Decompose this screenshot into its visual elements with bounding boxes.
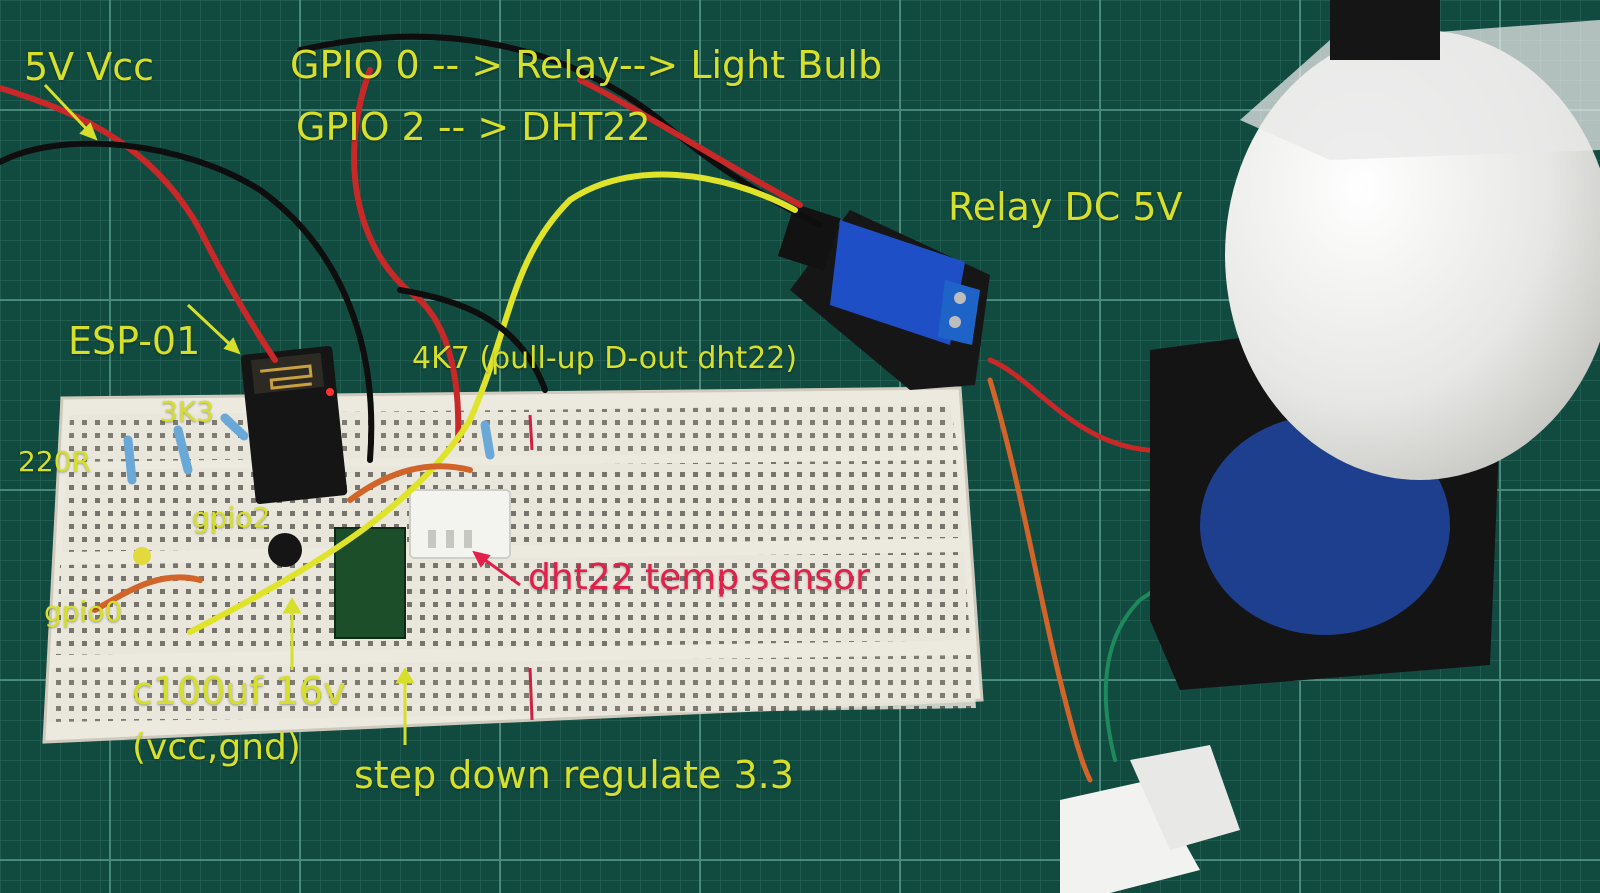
relay-module (777, 203, 990, 390)
led (133, 547, 151, 565)
label-pullup: 4K7 (pull-up D-out dht22) (412, 341, 798, 376)
label-capacitor: c100uf 16v (132, 669, 346, 713)
step-down-regulator (334, 527, 406, 639)
wires (0, 33, 1283, 783)
label-gpio2-dht22: GPIO 2 -- > DHT22 (296, 105, 651, 149)
label-esp01: ESP-01 (68, 319, 201, 363)
esp01-module (240, 345, 348, 505)
label-gpio2: gpio2 (192, 501, 271, 534)
label-gpio0-relay: GPIO 0 -- > Relay--> Light Bulb (290, 43, 883, 87)
light-bulb (1225, 0, 1600, 480)
label-dht22-sensor: dht22 temp sensor (528, 557, 870, 598)
resistors (123, 413, 495, 485)
label-gpio0: gpio0 (44, 595, 123, 628)
terminal-blocks (1060, 745, 1240, 893)
dht-arrow (472, 550, 521, 587)
label-relay: Relay DC 5V (948, 185, 1183, 229)
dht22-sensor (409, 489, 511, 559)
label-220r: 220R (18, 445, 91, 478)
annotation-arrows (43, 83, 415, 745)
label-step-down: step down regulate 3.3 (354, 753, 794, 797)
label-5v-vcc: 5V Vcc (24, 45, 155, 89)
label-3k3: 3K3 (160, 395, 214, 428)
capacitor (268, 533, 302, 567)
label-capacitor-pins: (vcc,gnd) (132, 727, 301, 768)
